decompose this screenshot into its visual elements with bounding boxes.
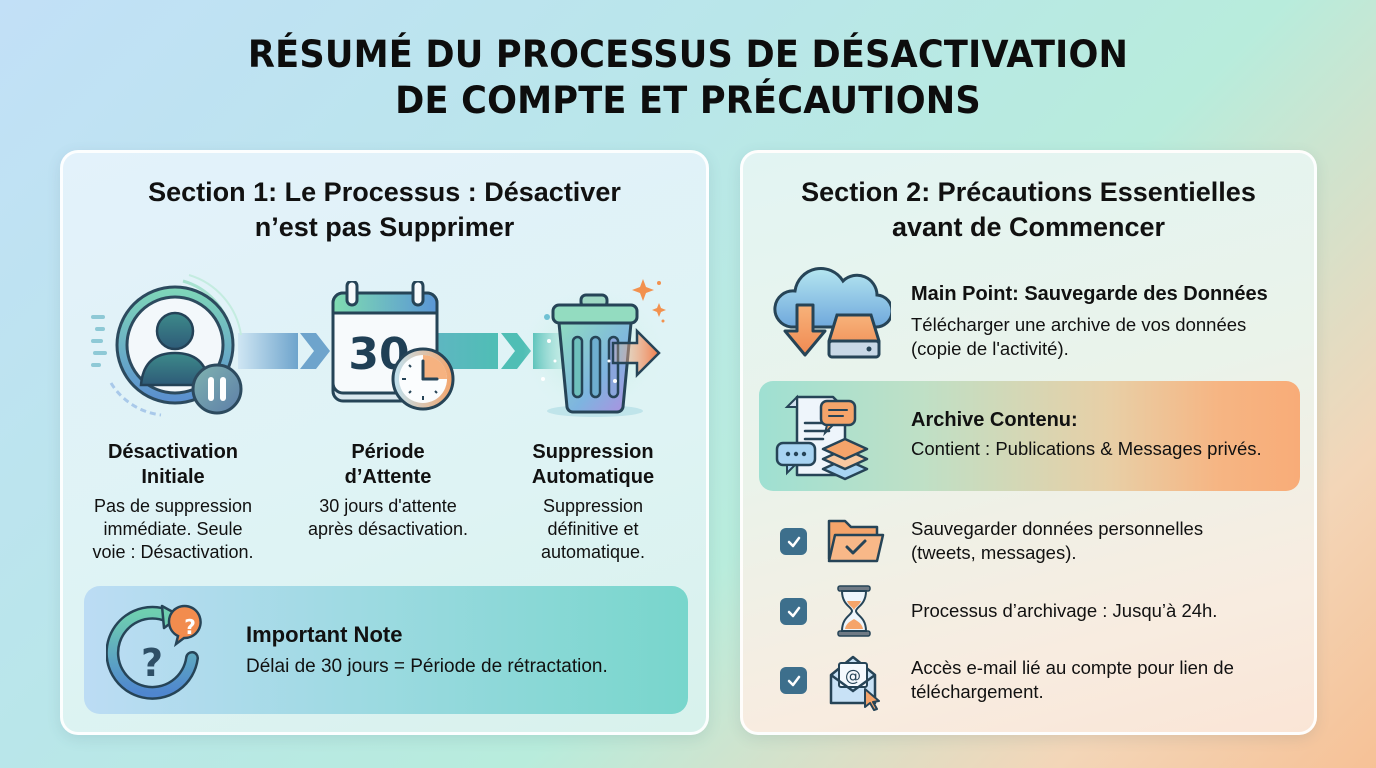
- svg-text:?: ?: [141, 641, 163, 685]
- main-point-text-line-1: Télécharger une archive de vos données: [911, 314, 1247, 335]
- section-1-panel: Section 1: Le Processus : Désactiver n’e…: [60, 150, 709, 735]
- document-messages-layers-icon: [775, 394, 869, 481]
- calendar-clock-icon: 30: [331, 281, 455, 411]
- step-1-desc-line-1: Pas de suppression: [93, 496, 253, 516]
- flow-arrow-1: [238, 333, 330, 369]
- step-1-desc-line-3: voie : Désactivation.: [92, 542, 254, 562]
- step-3-desc-line-2: définitive et: [547, 519, 639, 539]
- step-3-description: Suppression définitive et automatique.: [488, 495, 698, 564]
- section-2-panel: Section 2: Précautions Essentielles avan…: [740, 150, 1317, 735]
- checklist-item-1-line-2: (tweets, messages).: [911, 542, 1077, 563]
- section-1-title-line-2: n’est pas Supprimer: [254, 212, 515, 242]
- trash-delete-icon: [523, 279, 666, 417]
- important-note-title: Important Note: [246, 622, 403, 647]
- checklist-checkbox-1[interactable]: [780, 528, 807, 555]
- page-title: RÉSUMÉ DU PROCESSUS DE DÉSACTIVATION DE …: [34, 32, 1341, 124]
- step-3-title-line-2: Automatique: [531, 466, 655, 488]
- step-2-desc-line-2: après désactivation.: [307, 519, 469, 539]
- main-point-title: Main Point: Sauvegarde des Données: [911, 283, 1268, 305]
- section-1-title: Section 1: Le Processus : Désactiver n’e…: [63, 175, 706, 245]
- checklist-checkbox-2[interactable]: [780, 598, 807, 625]
- page-title-line-2: DE COMPTE ET PRÉCAUTIONS: [395, 79, 981, 122]
- checklist-item-2-text: Processus d’archivage : Jusqu’à 24h.: [911, 599, 1217, 623]
- svg-text:?: ?: [184, 615, 196, 639]
- checklist-item-3-line-2: téléchargement.: [911, 681, 1044, 702]
- section-2-title-line-2: avant de Commencer: [891, 212, 1166, 242]
- section-1-title-line-1: Section 1: Le Processus : Désactiver: [148, 177, 621, 207]
- checklist-item-3-text: Accès e-mail lié au compte pour lien de …: [911, 656, 1234, 704]
- main-point-text-line-2: (copie de l'activité).: [911, 338, 1069, 359]
- step-3-desc-line-1: Suppression: [542, 496, 644, 516]
- step-1-title: Désactivation Initiale: [68, 440, 278, 490]
- section-2-title: Section 2: Précautions Essentielles avan…: [743, 175, 1314, 245]
- email-cursor-icon: @: [829, 655, 880, 711]
- step-2-description: 30 jours d'attente après désactivation.: [283, 495, 493, 541]
- checklist-checkbox-3[interactable]: [780, 667, 807, 694]
- question-cycle-icon: ? ?: [106, 604, 202, 700]
- cloud-download-drive-icon: [773, 267, 891, 359]
- checklist-item-2-line-1: Processus d’archivage : Jusqu’à 24h.: [911, 600, 1218, 621]
- user-pause-icon: [91, 274, 243, 417]
- checklist-item-1-line-1: Sauvegarder données personnelles: [911, 518, 1204, 539]
- important-note-box: ? ? Important Note Délai de 30 jours = P…: [84, 586, 688, 714]
- step-3-title: Suppression Automatique: [488, 440, 698, 490]
- step-3-title-line-1: Suppression: [532, 441, 654, 463]
- checkmark-icon: [787, 536, 800, 547]
- step-3-desc-line-3: automatique.: [540, 542, 646, 562]
- main-point-text: Télécharger une archive de vos données (…: [911, 313, 1246, 361]
- step-1-title-line-1: Désactivation: [107, 441, 239, 463]
- step-1-desc-line-2: immédiate. Seule: [103, 519, 243, 539]
- checklist-item-3-line-1: Accès e-mail lié au compte pour lien de: [911, 657, 1234, 678]
- archive-content-box: Archive Contenu: Contient : Publications…: [759, 381, 1300, 491]
- step-1-title-line-2: Initiale: [141, 466, 205, 488]
- archive-content-title: Archive Contenu:: [911, 409, 1078, 431]
- step-2-title-line-1: Période: [351, 441, 425, 463]
- folder-check-icon: [827, 519, 885, 563]
- step-2-desc-line-1: 30 jours d'attente: [319, 496, 457, 516]
- checklist-item-1-text: Sauvegarder données personnelles (tweets…: [911, 517, 1203, 565]
- svg-text:@: @: [845, 666, 861, 685]
- important-note-text: Délai de 30 jours = Période de rétractat…: [246, 656, 608, 677]
- page-title-line-1: RÉSUMÉ DU PROCESSUS DE DÉSACTIVATION: [247, 33, 1129, 76]
- step-2-title-line-2: d’Attente: [344, 466, 432, 488]
- checkmark-icon: [787, 675, 800, 686]
- step-1-description: Pas de suppression immédiate. Seule voie…: [68, 495, 278, 564]
- checkmark-icon: [787, 606, 800, 617]
- archive-content-text: Contient : Publications & Messages privé…: [911, 438, 1262, 459]
- hourglass-icon: [837, 585, 871, 637]
- step-2-title: Période d’Attente: [283, 440, 493, 490]
- section-2-title-line-1: Section 2: Précautions Essentielles: [801, 177, 1256, 207]
